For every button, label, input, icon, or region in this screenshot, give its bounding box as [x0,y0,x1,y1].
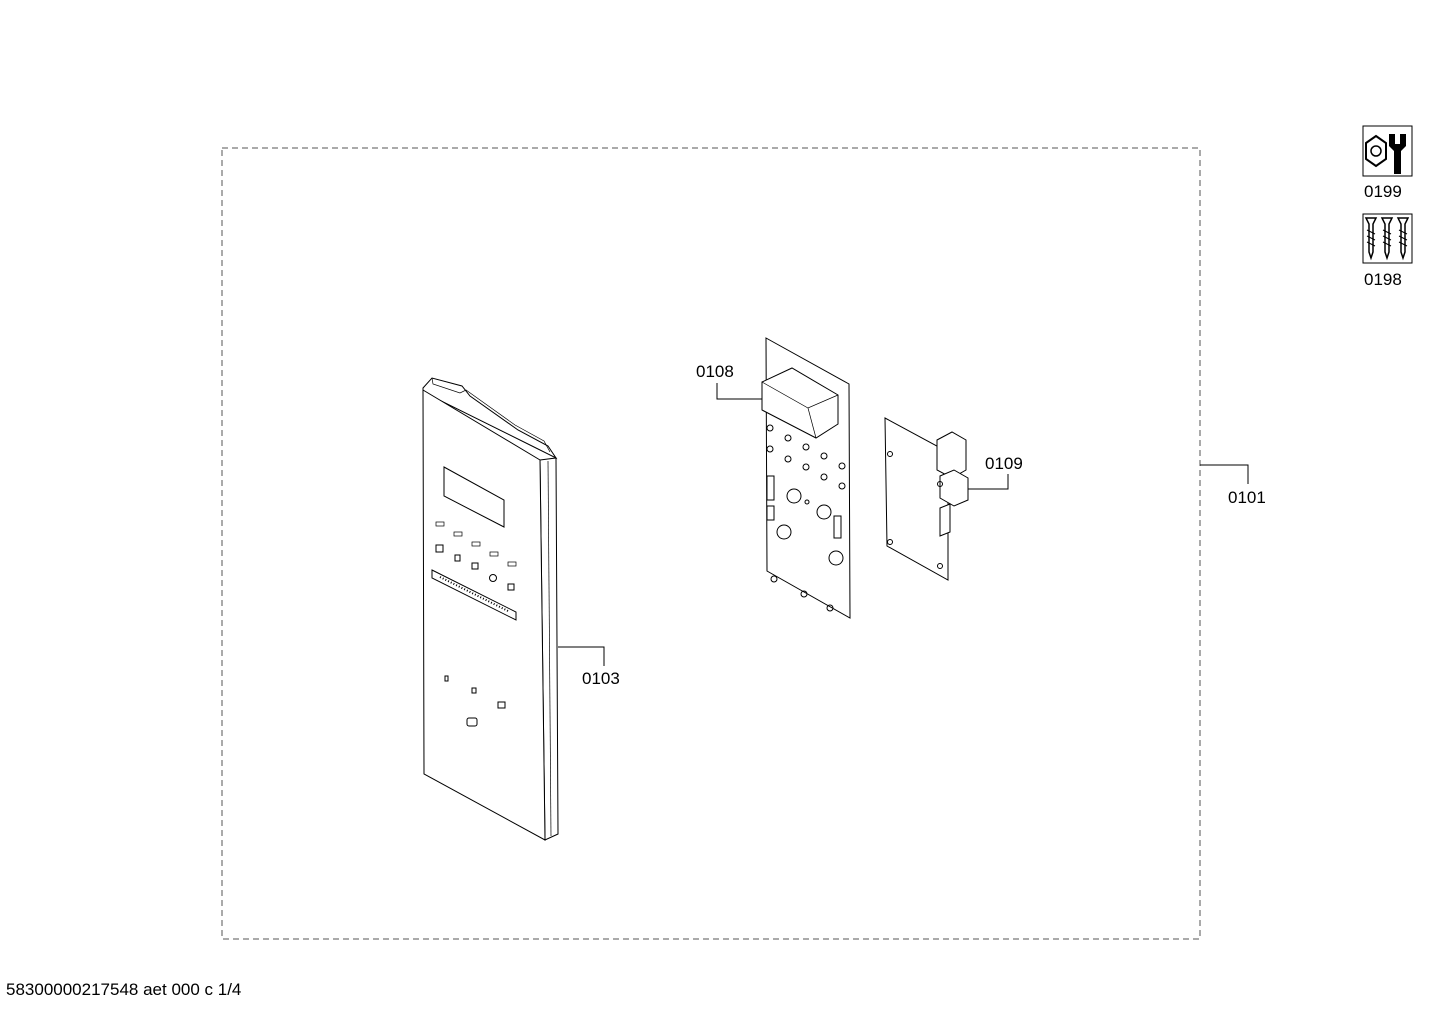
leader-0109 [968,474,1009,490]
screws-icon[interactable] [1362,213,1413,264]
label-0103[interactable]: 0103 [582,669,620,688]
leader-0103 [558,646,605,666]
panel-buttons-lower [444,675,506,727]
label-0199[interactable]: 0199 [1364,182,1402,201]
assembly-boundary [221,147,1201,940]
leader-0101 [1200,464,1249,484]
sub-board-part[interactable] [884,417,969,581]
document-id: 58300000217548 aet 000 c 1/4 [6,980,242,999]
label-0108[interactable]: 0108 [696,362,734,381]
main-board-part[interactable] [761,337,851,619]
panel-buttons-row1 [435,521,517,567]
board-pins [766,424,846,612]
leader-0108 [716,383,762,400]
panel-buttons-row2 [435,544,515,591]
label-0109[interactable]: 0109 [985,454,1023,473]
control-panel-part[interactable] [422,377,559,841]
label-0198[interactable]: 0198 [1364,270,1402,289]
label-0101[interactable]: 0101 [1228,488,1266,507]
wrench-nut-icon[interactable] [1362,125,1413,177]
